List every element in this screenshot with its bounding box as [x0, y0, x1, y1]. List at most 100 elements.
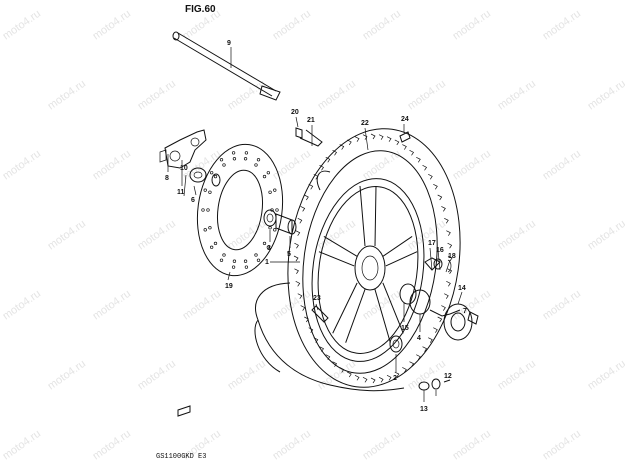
watermark-text: moto4.ru: [541, 8, 583, 43]
watermark-text: moto4.ru: [541, 288, 583, 323]
part-label-17: 17: [428, 240, 436, 247]
rim-valve: [311, 305, 329, 323]
tread-block: [300, 305, 306, 311]
tread-block: [295, 281, 301, 287]
disc-hole: [208, 190, 212, 194]
tire-valve: [295, 127, 323, 147]
disc-hole: [273, 188, 277, 192]
watermark-text: moto4.ru: [316, 218, 358, 253]
disc-hole: [256, 258, 261, 262]
brake-disc: [196, 143, 284, 277]
tread-block: [437, 316, 443, 323]
speedometer-gear-parts: [424, 257, 452, 273]
watermark-text: moto4.ru: [91, 428, 133, 463]
watermark-text: moto4.ru: [91, 288, 133, 323]
disc-hole: [210, 245, 214, 249]
balancer-weight: [399, 131, 411, 143]
lower-bearing: [389, 335, 403, 353]
tread-block: [394, 371, 400, 378]
tread-block: [441, 305, 446, 311]
part-label-10: 10: [180, 165, 188, 172]
disc-hole: [222, 163, 226, 167]
watermark-text: moto4.ru: [271, 428, 313, 463]
watermark-text: moto4.ru: [586, 218, 625, 253]
watermark-text: moto4.ru: [496, 78, 538, 113]
watermark-text: moto4.ru: [316, 78, 358, 113]
wheel-spoke: [374, 282, 404, 343]
watermark-text: moto4.ru: [496, 218, 538, 253]
watermark-text: moto4.ru: [361, 428, 403, 463]
part-label-22: 22: [361, 120, 369, 127]
watermark-text: moto4.ru: [586, 358, 625, 393]
tread-block: [297, 217, 303, 224]
part-label-1: 1: [265, 259, 269, 266]
watermark-text: moto4.ru: [46, 358, 88, 393]
tread-block: [386, 136, 392, 142]
wheel-spoke: [318, 236, 358, 267]
tread-block: [378, 377, 384, 383]
disc-hole: [231, 151, 236, 155]
disc-hole: [262, 174, 267, 179]
cast-wheel: [311, 178, 425, 362]
tread-block: [444, 293, 449, 299]
tread-block: [304, 316, 309, 323]
disc-hole: [208, 226, 212, 230]
front-tire: [254, 128, 461, 392]
tread-block: [437, 194, 443, 201]
tread-block: [308, 183, 314, 190]
part-label-20: 20: [291, 109, 299, 116]
watermark-text: moto4.ru: [316, 358, 358, 393]
tread-block: [347, 371, 352, 378]
watermark-text: moto4.ru: [46, 218, 88, 253]
part-label-18: 18: [448, 253, 456, 260]
watermark-text: moto4.ru: [271, 8, 313, 43]
disc-hole: [254, 163, 258, 167]
cotter-pin: [177, 405, 191, 417]
tread-block: [362, 134, 368, 140]
tread-block: [347, 139, 352, 146]
tread-block: [297, 293, 303, 299]
disc-hole: [203, 228, 207, 232]
wheel-spoke: [332, 282, 366, 343]
part-label-8: 8: [165, 175, 169, 182]
part-number-labels: 9 20 21 22 24 8 11 6 10 3 5 1 17 16 18 1…: [165, 40, 467, 413]
tread-block: [394, 139, 400, 146]
watermark-text: moto4.ru: [136, 218, 178, 253]
model-code: GS1100GKD E3: [156, 453, 206, 461]
tread-block: [422, 346, 428, 352]
part-label-6: 6: [191, 197, 195, 204]
watermark-text: moto4.ru: [496, 358, 538, 393]
tread-block: [293, 255, 299, 262]
tread-block: [304, 194, 309, 201]
part-label-21: 21: [307, 117, 315, 124]
part-label-4: 4: [417, 335, 421, 342]
axle-spacer: [189, 167, 221, 187]
watermark-text: moto4.ru: [1, 8, 43, 43]
tread-block: [428, 337, 433, 343]
tread-block: [325, 354, 331, 360]
watermark-text: moto4.ru: [361, 8, 403, 43]
tread-block: [325, 156, 331, 163]
part-label-5: 5: [287, 251, 291, 258]
tread-block: [433, 327, 438, 333]
tread-block: [319, 346, 324, 352]
disc-hole: [266, 245, 270, 249]
watermark-text: moto4.ru: [541, 148, 583, 183]
wheel-bearing: [263, 209, 277, 227]
disc-hole: [219, 158, 224, 162]
disc-hole: [244, 265, 249, 269]
disc-hole: [262, 241, 267, 246]
disc-hole: [213, 174, 218, 179]
tread-block: [386, 375, 392, 381]
disc-hole: [266, 171, 270, 175]
watermark-text: moto4.ru: [136, 78, 178, 113]
disc-hole: [222, 253, 226, 257]
disc-hole: [219, 258, 224, 262]
tread-block: [354, 375, 360, 381]
wheel-spoke: [359, 185, 377, 247]
watermark-text: moto4.ru: [451, 428, 493, 463]
disc-hole: [232, 157, 237, 161]
part-label-23: 23: [313, 295, 321, 302]
tread-block: [409, 150, 415, 156]
